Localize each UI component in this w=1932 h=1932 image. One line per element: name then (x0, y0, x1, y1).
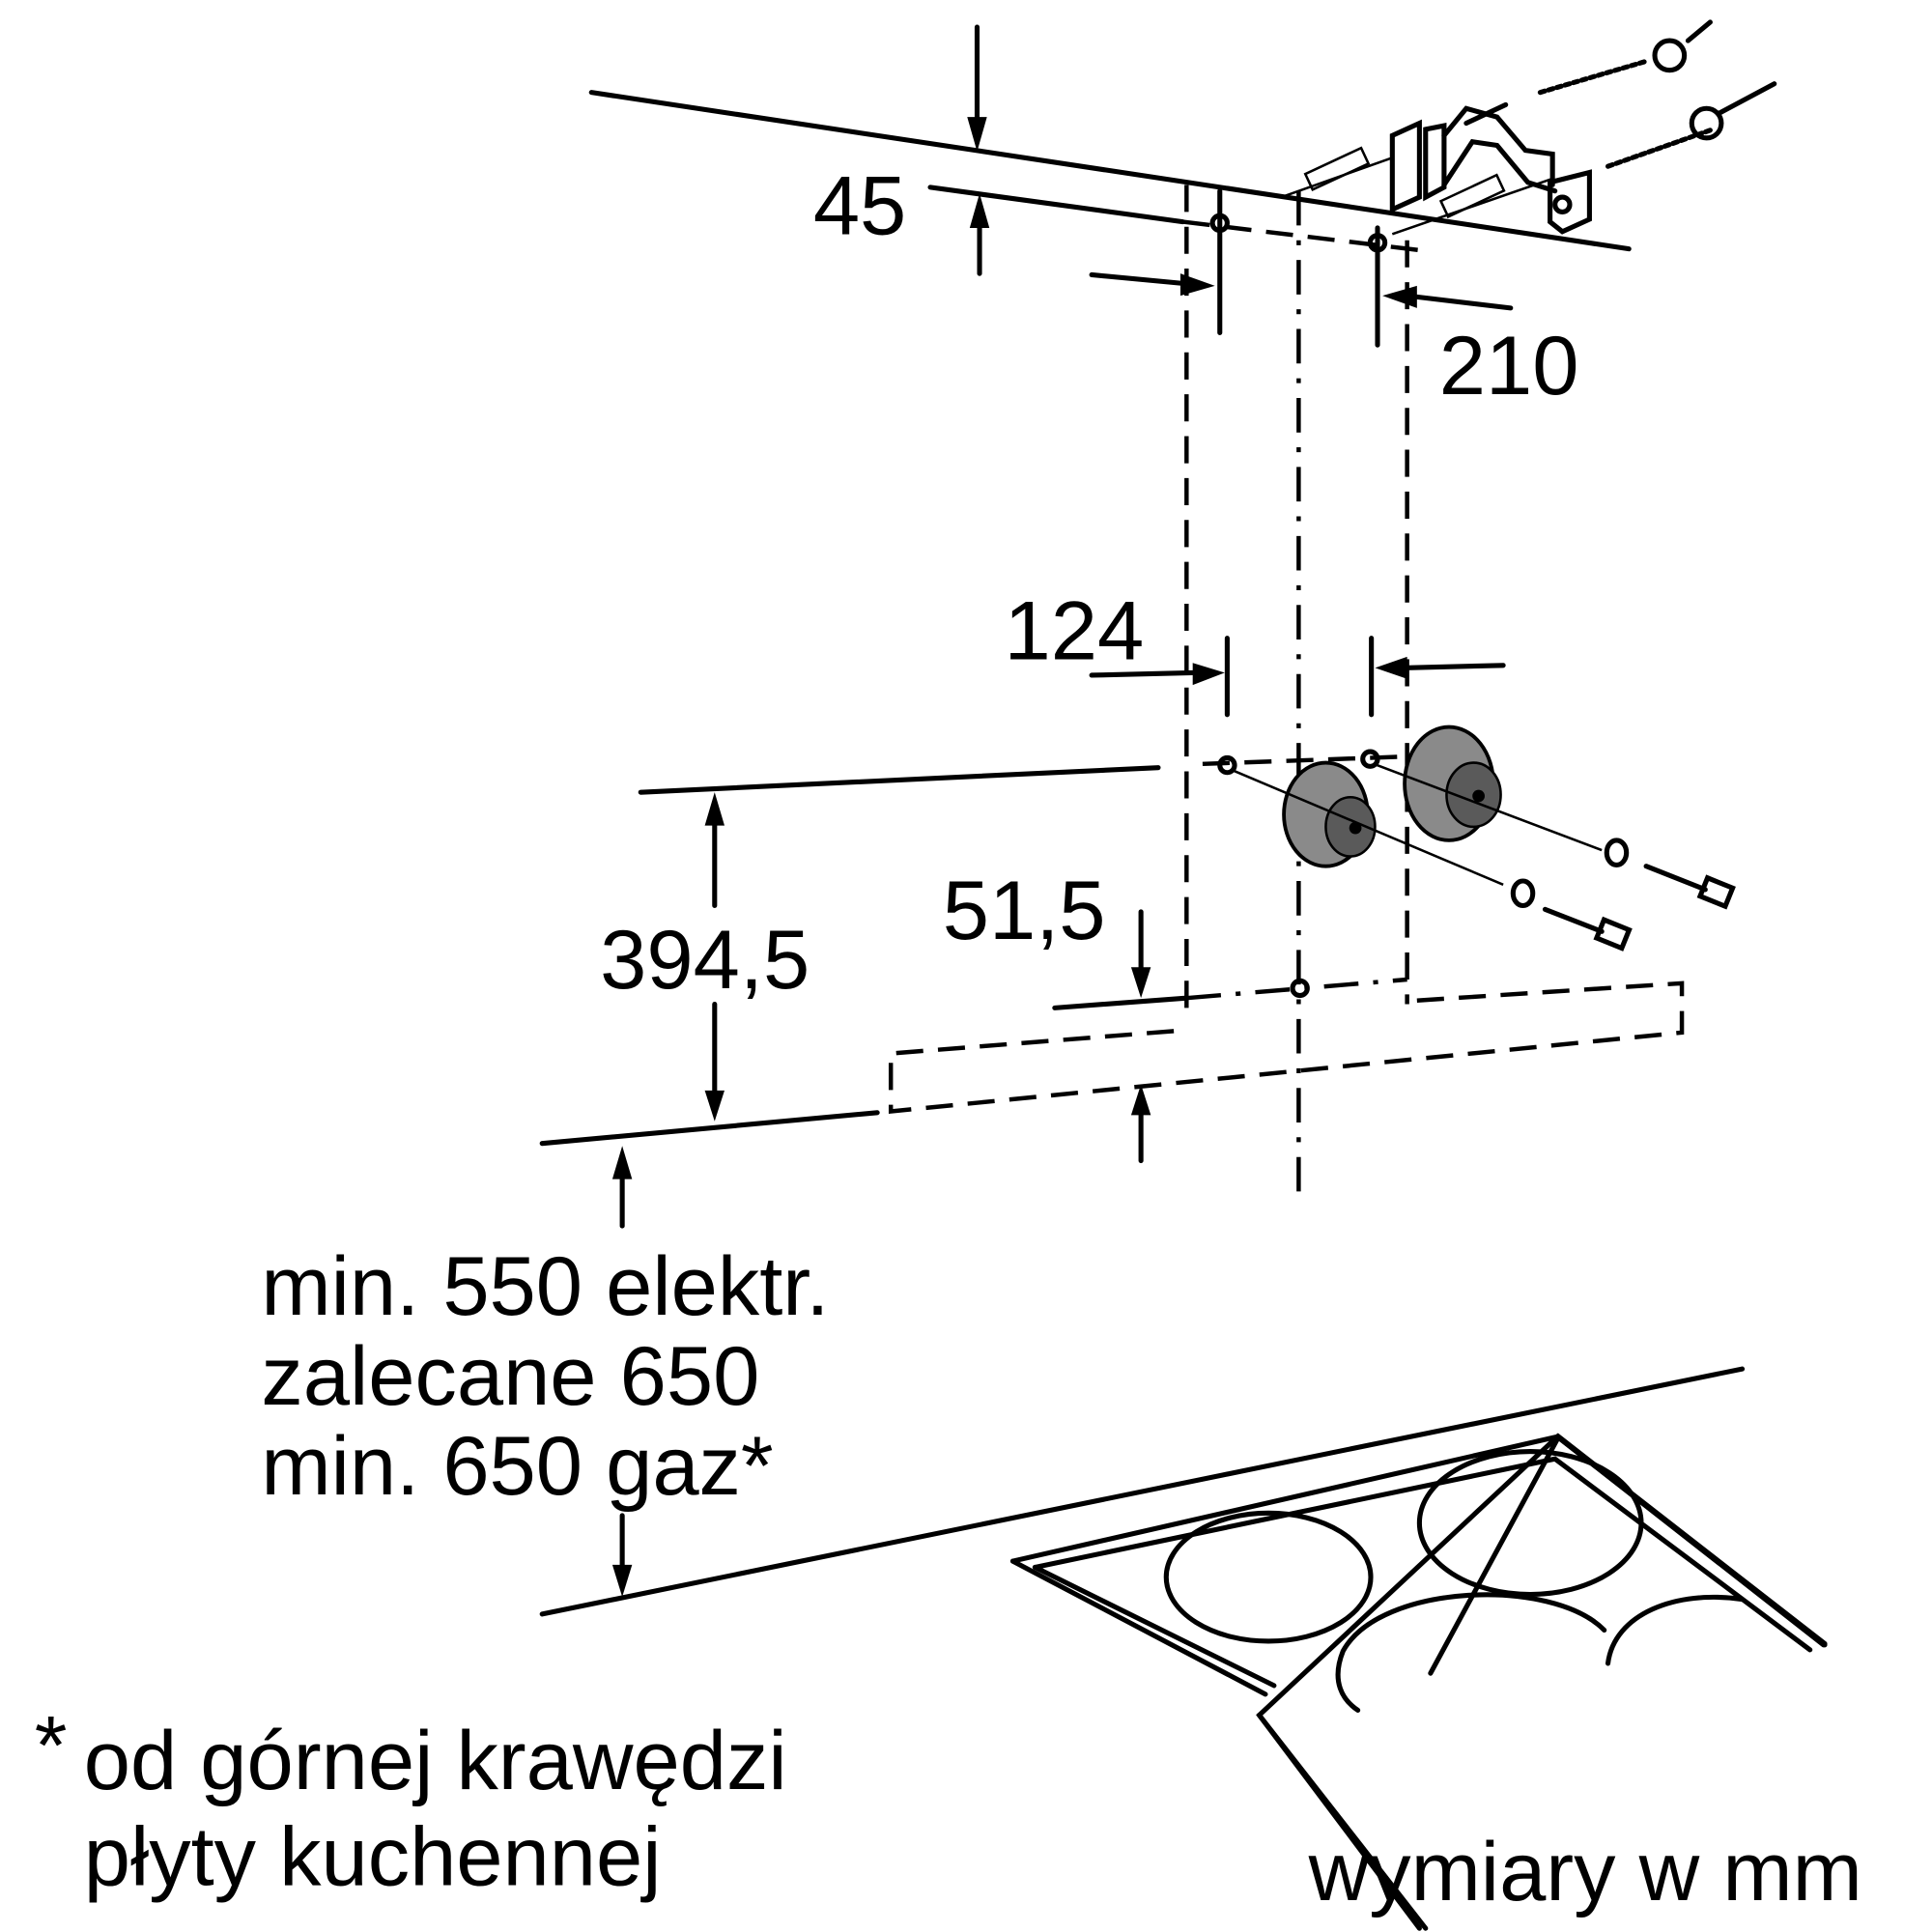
guide-line-left (1232, 769, 1504, 886)
bolt-right (1643, 864, 1736, 910)
hood-mount-line (1052, 995, 1189, 1010)
footnote-line-2: płyty kuchennej (84, 1810, 662, 1904)
clearance-note-1: min. 550 elektr. (261, 1239, 829, 1333)
dimension-394-5: 394,5 (600, 792, 810, 1122)
dimension-45: 45 (813, 24, 990, 276)
dim-394-5-label: 394,5 (600, 913, 810, 1007)
lower-hole-right (1360, 749, 1380, 769)
spacer-left (1282, 760, 1377, 868)
dim-124-label: 124 (1005, 583, 1145, 677)
wood-screw-lower (1605, 81, 1777, 169)
dimension-124: 124 (1005, 583, 1506, 718)
hood-outline (888, 980, 1685, 1114)
footnote-line-1: od górnej krawędzi (84, 1714, 787, 1807)
wall-plug-upper (1281, 146, 1393, 199)
lower-hole-line (1202, 753, 1407, 767)
footnote-marker: * (35, 1699, 68, 1793)
wall-plug-lower (1391, 173, 1553, 236)
dimension-210: 210 (1089, 271, 1579, 412)
hob (1009, 1433, 1828, 1931)
top-hole-right (1367, 233, 1388, 253)
clearance-note-2: zalecane 650 (261, 1329, 759, 1423)
burner-front-left (1163, 1510, 1374, 1644)
dim-210-label: 210 (1439, 319, 1579, 412)
washer-left (1510, 878, 1536, 909)
guide-line-right (1373, 762, 1603, 852)
dimension-clearance: min. 550 elektr. zalecane 650 min. 650 g… (261, 1146, 829, 1598)
top-reference-line (927, 185, 1186, 225)
bolt-left (1542, 906, 1633, 952)
lower-hole-left (1217, 754, 1237, 776)
washer-right (1604, 838, 1630, 867)
top-hole-left (1209, 213, 1230, 234)
dimension-51-5: 51,5 (943, 864, 1151, 1164)
burner-front-right (1605, 1594, 1746, 1666)
worktop-edge (539, 1366, 1746, 1617)
wood-screw-upper (1537, 19, 1713, 96)
units-label: wymiary w mm (1308, 1825, 1862, 1918)
dim-51-5-label: 51,5 (943, 864, 1106, 957)
wall-bracket (1389, 101, 1592, 235)
dim-45-label: 45 (813, 158, 906, 252)
ceiling-line (588, 90, 1632, 252)
burner-back-right (1416, 1448, 1644, 1598)
hood-top-line (638, 765, 1161, 795)
hood-bottom-line (539, 1110, 880, 1147)
clearance-note-3: min. 650 gaz* (261, 1419, 773, 1513)
lower-center-hole (1290, 978, 1310, 999)
spacer-right (1403, 724, 1502, 842)
burner-front-middle (1335, 1592, 1607, 1713)
footnote: * od górnej krawędzi płyty kuchennej (35, 1699, 787, 1904)
